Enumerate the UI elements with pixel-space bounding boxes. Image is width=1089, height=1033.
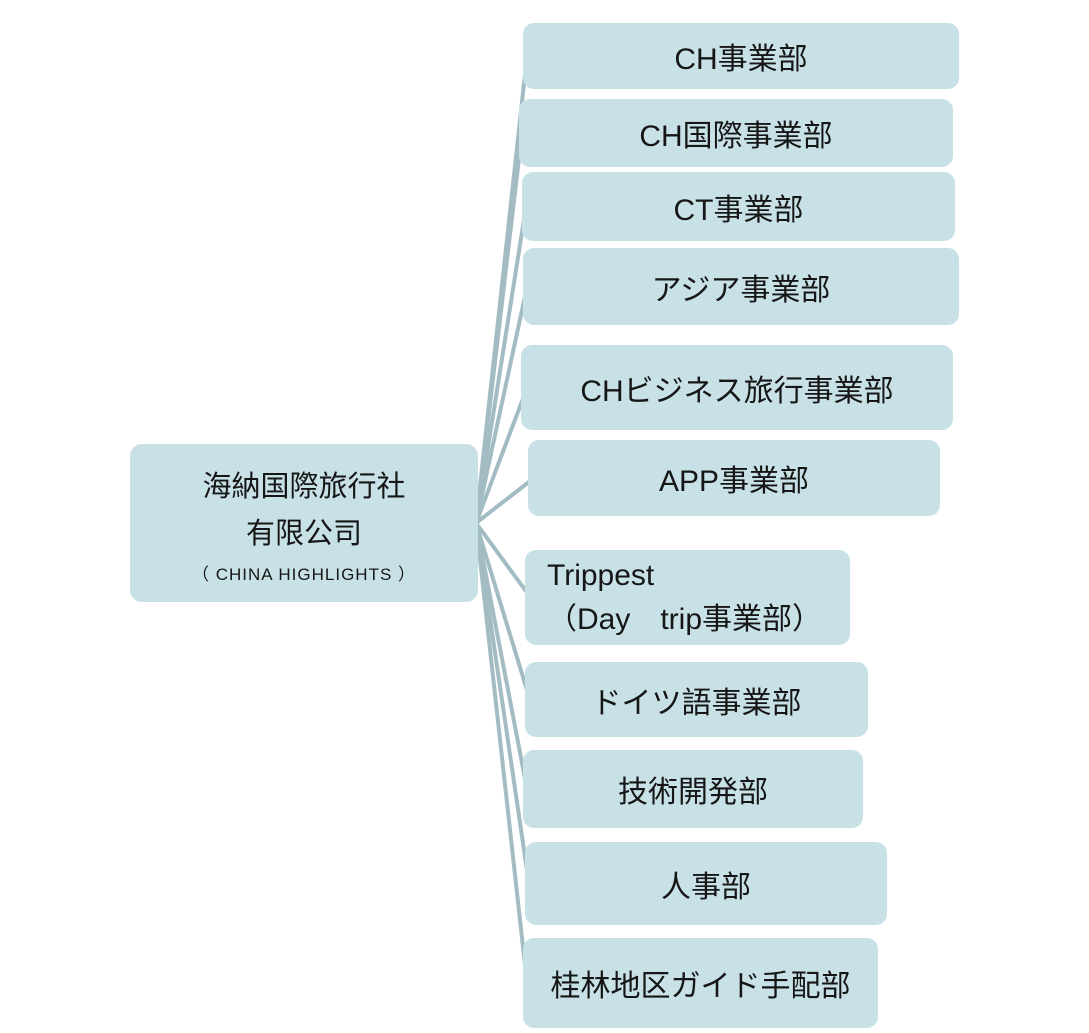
dept-box-ch-international: CH国際事業部 <box>519 99 953 167</box>
dept-box-ch-business-travel: CHビジネス旅行事業部 <box>521 345 953 430</box>
dept-label: CH国際事業部 <box>639 120 833 153</box>
dept-label: APP事業部 <box>658 465 810 498</box>
dept-label: CH事業部 <box>674 43 808 76</box>
dept-label: CHビジネス旅行事業部 <box>580 374 894 408</box>
dept-box-tech-dev: 技術開発部 <box>523 750 863 828</box>
company-name-line2: 有限公司 <box>245 517 362 550</box>
dept-label: 技術開発部 <box>618 776 768 809</box>
dept-label-line1: Trippest <box>547 558 655 592</box>
dept-label: CT事業部 <box>673 193 804 227</box>
connector-line <box>474 521 531 886</box>
company-name-line1: 海納国際旅行社 <box>202 470 406 503</box>
connector-line <box>474 521 532 702</box>
connector-line <box>474 131 524 525</box>
dept-box-guilin-guide: 桂林地区ガイド手配部 <box>523 938 878 1028</box>
connector-line <box>474 521 533 600</box>
dept-box-app: APP事業部 <box>528 440 940 516</box>
root-company-box: 海納国際旅行社 有限公司 （ CHINA HIGHLIGHTS ） <box>130 444 478 602</box>
dept-label-line2: （Day trip事業部） <box>547 602 823 636</box>
connector-line <box>474 521 529 985</box>
dept-label: 桂林地区ガイド手配部 <box>550 970 851 1003</box>
connector-line <box>474 386 529 525</box>
dept-box-german: ドイツ語事業部 <box>525 662 868 737</box>
dept-label: 人事部 <box>661 870 751 904</box>
dept-box-ct: CT事業部 <box>522 172 955 241</box>
connector-line <box>474 205 528 525</box>
connector-line <box>474 476 536 525</box>
company-name-english: （ CHINA HIGHLIGHTS ） <box>191 564 417 584</box>
dept-box-hr: 人事部 <box>525 842 887 925</box>
connector-line <box>474 285 529 525</box>
dept-label: ドイツ語事業部 <box>591 686 802 720</box>
dept-box-asia: アジア事業部 <box>523 248 959 325</box>
dept-box-ch: CH事業部 <box>523 23 959 89</box>
dept-label: アジア事業部 <box>651 273 831 307</box>
dept-box-trippest: Trippest （Day trip事業部） <box>525 550 850 645</box>
